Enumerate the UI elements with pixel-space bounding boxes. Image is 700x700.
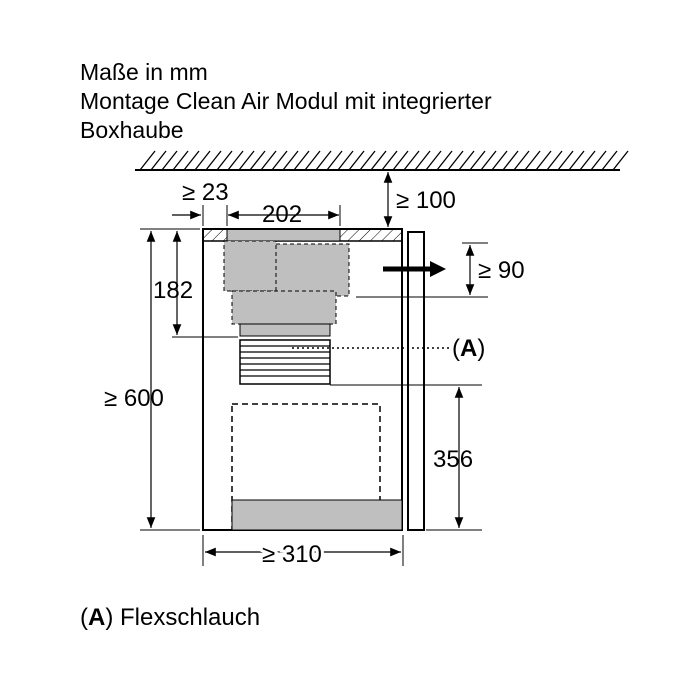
ceiling-hatch-line — [601, 150, 618, 171]
ceiling-hatch-line — [249, 150, 266, 171]
ceiling-hatch-line — [238, 150, 255, 171]
ceiling-hatch-line — [403, 150, 420, 171]
ceiling-hatch-line — [304, 150, 321, 171]
dim-min-height-label: ≥ 600 — [104, 385, 164, 412]
dim-lower-height-label: 356 — [433, 446, 473, 473]
air-outlet-arrow — [383, 261, 446, 277]
ceiling-hatch-line — [183, 150, 200, 171]
dim-min-width: ≥ 310 — [202, 535, 404, 571]
ceiling-hatch-line — [557, 150, 574, 171]
ceiling-hatch-line — [436, 150, 453, 171]
diagram-title: Maße in mm Montage Clean Air Modul mit i… — [80, 58, 492, 145]
dim-width-top: 202 — [228, 201, 341, 228]
ceiling-hatch-line — [381, 150, 398, 171]
ceiling-hatch-line — [469, 150, 486, 171]
dim-min-height: ≥ 600 — [104, 228, 200, 531]
legend-open: ( — [80, 604, 88, 631]
ceiling-hatch-line — [216, 150, 233, 171]
ceiling-hatch-line — [282, 150, 299, 171]
callout-a: (A) — [292, 335, 485, 362]
ceiling-hatch-line — [326, 150, 343, 171]
ceiling-hatch-line — [535, 150, 552, 171]
dim-min-width-label: ≥ 310 — [262, 541, 322, 568]
ceiling — [135, 150, 629, 171]
callout-open: ( — [452, 335, 460, 362]
ceiling-hatch-line — [546, 150, 563, 171]
ceiling-hatch-line — [315, 150, 332, 171]
dim-ceiling-gap-label: ≥ 100 — [396, 187, 456, 214]
dim-outlet: ≥ 90 — [356, 242, 525, 298]
ceiling-hatch-line — [447, 150, 464, 171]
ceiling-hatch-line — [524, 150, 541, 171]
ceiling-hatch-line — [612, 150, 629, 171]
callout-close: ) — [477, 335, 485, 362]
flex-hose — [239, 339, 331, 385]
box-hood — [231, 403, 403, 531]
cabinet-top-panel — [202, 228, 403, 242]
ceiling-hatch-line — [513, 150, 530, 171]
dim-side-gap: ≥ 23 — [172, 179, 229, 226]
legend-close: ) — [105, 604, 114, 631]
ceiling-hatch-line — [150, 150, 167, 171]
ceiling-hatch-line — [227, 150, 244, 171]
ceiling-hatch-line — [359, 150, 376, 171]
ceiling-hatch-line — [161, 150, 178, 171]
dim-lower-height: 356 — [330, 384, 482, 531]
ceiling-hatch-line — [568, 150, 585, 171]
ceiling-hatch-line — [425, 150, 442, 171]
svg-text:(A): (A) — [452, 335, 485, 362]
ceiling-hatch-line — [491, 150, 508, 171]
callout-letter: A — [460, 335, 477, 362]
ceiling-hatch-line — [502, 150, 519, 171]
ceiling-hatch-line — [205, 150, 222, 171]
ceiling-hatch-line — [139, 150, 156, 171]
ceiling-hatch-line — [271, 150, 288, 171]
ceiling-hatch-line — [293, 150, 310, 171]
legend: (A) Flexschlauch — [80, 604, 260, 632]
ceiling-hatch-line — [458, 150, 475, 171]
clean-air-module — [223, 240, 350, 337]
legend-text: Flexschlauch — [113, 604, 261, 631]
cabinet-door — [407, 231, 425, 531]
ceiling-hatch-line — [480, 150, 497, 171]
ceiling-hatch-line — [579, 150, 596, 171]
title-line-units: Maße in mm — [80, 59, 208, 85]
ceiling-hatch-line — [370, 150, 387, 171]
ceiling-hatch-line — [260, 150, 277, 171]
ceiling-hatch-line — [194, 150, 211, 171]
legend-letter: A — [88, 604, 106, 631]
dim-outlet-label: ≥ 90 — [478, 257, 525, 284]
title-line-description: Montage Clean Air Modul mit integrierter — [80, 88, 492, 114]
dim-height-upper-label: 182 — [153, 277, 193, 304]
dim-ceiling-gap: ≥ 100 — [383, 172, 456, 227]
dim-width-top-label: 202 — [262, 201, 302, 228]
ceiling-hatch-line — [337, 150, 354, 171]
ceiling-hatch-line — [414, 150, 431, 171]
ceiling-hatch-line — [392, 150, 409, 171]
ceiling-hatch-line — [172, 150, 189, 171]
dim-side-gap-label: ≥ 23 — [182, 179, 229, 206]
dim-height-upper: 182 — [153, 228, 238, 338]
title-line-product: Boxhaube — [80, 117, 184, 143]
ceiling-hatch-line — [590, 150, 607, 171]
ceiling-hatch-line — [348, 150, 365, 171]
